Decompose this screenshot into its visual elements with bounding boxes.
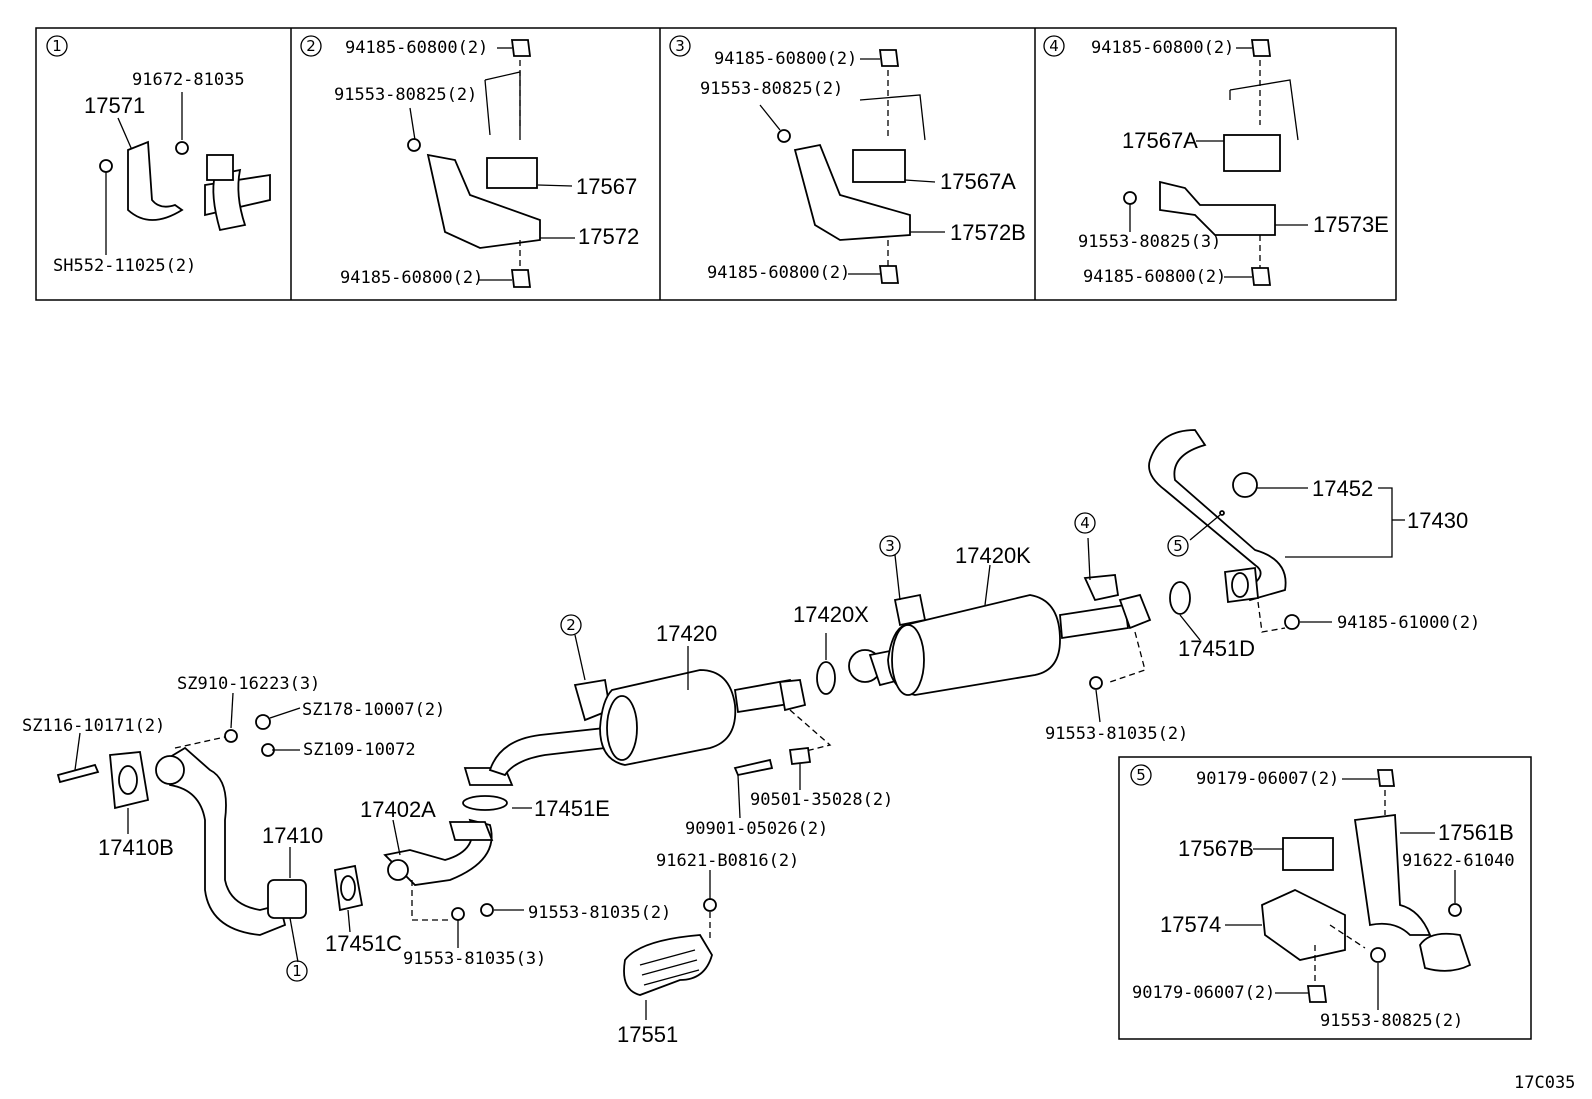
inset-1: 1 91672-81035 17571 SH552-11025(2) [46, 35, 271, 276]
inset-3: 3 94185-60800(2) 91553-80825(2) 17567A 1… [669, 35, 1026, 284]
svg-text:17572B: 17572B [950, 220, 1026, 245]
svg-text:17451C: 17451C [325, 931, 402, 956]
svg-text:94185-60800(2): 94185-60800(2) [707, 263, 850, 283]
svg-text:17420: 17420 [656, 621, 717, 646]
svg-text:91622-61040: 91622-61040 [1402, 851, 1515, 871]
part-label: SH552-11025(2) [53, 256, 196, 276]
svg-text:4: 4 [1080, 514, 1090, 532]
svg-text:5: 5 [1136, 766, 1146, 784]
svg-text:90179-06007(2): 90179-06007(2) [1132, 983, 1275, 1003]
svg-text:91553-80825(3): 91553-80825(3) [1078, 232, 1221, 252]
svg-text:94185-60800(2): 94185-60800(2) [714, 49, 857, 69]
svg-text:2: 2 [306, 37, 316, 55]
svg-text:94185-61000(2): 94185-61000(2) [1337, 613, 1480, 633]
svg-text:4: 4 [1049, 37, 1059, 55]
main-exhaust-assembly [56, 429, 1405, 1020]
svg-text:17551: 17551 [617, 1022, 678, 1047]
svg-text:17402A: 17402A [360, 797, 436, 822]
svg-text:91621-B0816(2): 91621-B0816(2) [656, 851, 799, 871]
svg-text:5: 5 [1173, 537, 1183, 555]
svg-text:91553-81035(2): 91553-81035(2) [1045, 724, 1188, 744]
callout-2: 2 [560, 614, 582, 636]
inset-panel [35, 27, 1397, 301]
svg-text:90501-35028(2): 90501-35028(2) [750, 790, 893, 810]
svg-text:17452: 17452 [1312, 476, 1373, 501]
svg-text:91553-80825(2): 91553-80825(2) [1320, 1011, 1463, 1031]
callout-1: 1 [286, 960, 308, 982]
inset-4: 4 94185-60800(2) 17567A 91553-80825(3) 1… [1043, 35, 1389, 287]
svg-text:17410B: 17410B [98, 835, 174, 860]
svg-text:91553-81035(2): 91553-81035(2) [528, 903, 671, 923]
svg-text:91553-80825(2): 91553-80825(2) [700, 79, 843, 99]
svg-text:17573E: 17573E [1313, 212, 1389, 237]
svg-text:17420K: 17420K [955, 543, 1031, 568]
svg-text:94185-60800(2): 94185-60800(2) [345, 38, 488, 58]
svg-text:3: 3 [675, 37, 685, 55]
diagram-code: 17C035 [1514, 1073, 1575, 1093]
svg-text:17567: 17567 [576, 174, 637, 199]
callout-4: 4 [1074, 512, 1096, 534]
part-label: 17571 [84, 93, 145, 118]
svg-text:1: 1 [292, 962, 302, 980]
svg-text:17574: 17574 [1160, 912, 1221, 937]
svg-text:SZ910-16223(3): SZ910-16223(3) [177, 674, 320, 694]
main-labels: 17452 17430 17420K 17420X 17420 17451D 9… [22, 476, 1480, 1047]
svg-text:17567A: 17567A [940, 169, 1016, 194]
svg-text:SZ178-10007(2): SZ178-10007(2) [302, 700, 445, 720]
part-label: 91672-81035 [132, 70, 245, 90]
svg-text:SZ109-10072: SZ109-10072 [303, 740, 416, 760]
svg-text:91553-80825(2): 91553-80825(2) [334, 85, 477, 105]
svg-text:17567B: 17567B [1178, 836, 1254, 861]
svg-text:17572: 17572 [578, 224, 639, 249]
svg-text:17410: 17410 [262, 823, 323, 848]
svg-text:91553-81035(3): 91553-81035(3) [403, 949, 546, 969]
callout-5: 5 [1167, 535, 1189, 557]
svg-text:94185-60800(2): 94185-60800(2) [1091, 38, 1234, 58]
inset-number: 1 [52, 37, 62, 55]
svg-text:90901-05026(2): 90901-05026(2) [685, 819, 828, 839]
svg-text:17430: 17430 [1407, 508, 1468, 533]
inset-5: 5 90179-06007(2) 17561B 17567B 91622-610… [1118, 756, 1532, 1040]
svg-text:SZ116-10171(2): SZ116-10171(2) [22, 716, 165, 736]
svg-text:17567A: 17567A [1122, 128, 1198, 153]
svg-text:3: 3 [885, 537, 895, 555]
svg-text:17561B: 17561B [1438, 820, 1514, 845]
inset-2: 2 94185-60800(2) 91553-80825(2) 17567 17… [300, 35, 639, 288]
svg-text:94185-60800(2): 94185-60800(2) [1083, 267, 1226, 287]
callout-3: 3 [879, 535, 901, 557]
svg-text:94185-60800(2): 94185-60800(2) [340, 268, 483, 288]
svg-text:90179-06007(2): 90179-06007(2) [1196, 769, 1339, 789]
svg-text:17451E: 17451E [534, 796, 610, 821]
svg-text:17451D: 17451D [1178, 636, 1255, 661]
svg-text:2: 2 [566, 616, 576, 634]
svg-text:17420X: 17420X [793, 602, 869, 627]
